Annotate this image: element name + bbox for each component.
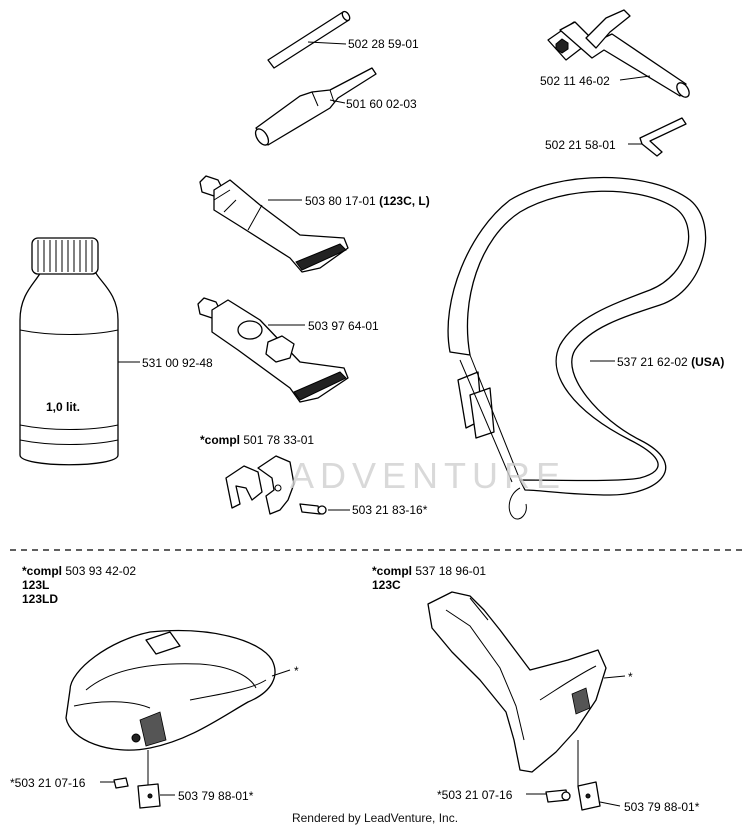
label-hex-key: 502 21 58-01	[545, 138, 616, 152]
label-grease-tube-2: 503 97 64-01	[308, 319, 379, 333]
clamp-compl-number: 501 78 33-01	[243, 433, 315, 447]
guard-c-star: *	[628, 670, 633, 684]
footer-credit: Rendered by LeadVenture, Inc.	[291, 811, 459, 825]
label-combi-wrench: 502 11 46-02	[540, 74, 610, 88]
label-guard-l: *compl 503 93 42-02	[22, 564, 136, 578]
guard-c-part	[427, 591, 626, 811]
hex-key-part	[628, 117, 687, 157]
label-guard-l-nut: 503 79 88-01*	[178, 789, 254, 803]
guard-l-model-1: 123L	[22, 578, 50, 592]
grease-tube-2-part	[197, 297, 349, 403]
clamp-compl-prefix: *compl	[200, 433, 241, 447]
label-grease-tube-1: 503 80 17-01 (123C, L)	[305, 194, 430, 208]
grease-tube-1-number: 503 80 17-01	[305, 194, 376, 208]
label-guard-c-screw: *503 21 07-16	[437, 788, 513, 802]
guard-c-number: 537 18 96-01	[415, 564, 487, 578]
label-guard-c: *compl 537 18 96-01	[372, 564, 486, 578]
label-harness: 537 21 62-02 (USA)	[617, 355, 724, 369]
watermark: ADVENTURE	[290, 455, 567, 496]
guard-c-model: 123C	[372, 578, 401, 592]
label-rod: 502 28 59-01	[348, 37, 419, 51]
label-oil-bottle: 531 00 92-48	[142, 356, 213, 370]
oil-bottle-capacity: 1,0 lit.	[46, 400, 81, 414]
guard-l-number: 503 93 42-02	[65, 564, 137, 578]
guard-l-model-2: 123LD	[22, 592, 59, 606]
label-clamp-screw: 503 21 83-16*	[352, 503, 428, 517]
rod-part	[267, 10, 351, 69]
label-tube-tool: 501 60 02-03	[346, 97, 417, 111]
guard-c-prefix: *compl	[372, 564, 413, 578]
harness-note: (USA)	[691, 355, 725, 369]
guard-l-prefix: *compl	[22, 564, 63, 578]
guard-l-part	[65, 629, 291, 809]
tube-tool-part	[254, 67, 377, 146]
label-clamp-compl: *compl 501 78 33-01	[200, 433, 314, 447]
guard-l-star: *	[294, 664, 299, 678]
combi-wrench-part	[547, 9, 690, 98]
harness-part	[447, 176, 707, 520]
oil-bottle-part	[19, 237, 140, 466]
grease-tube-1-note: (123C, L)	[379, 194, 430, 208]
label-guard-l-screw: *503 21 07-16	[10, 776, 86, 790]
harness-number: 537 21 62-02	[617, 355, 688, 369]
clamp-assembly-part	[225, 455, 350, 515]
grease-tube-1-part	[199, 175, 349, 273]
label-guard-c-nut: 503 79 88-01*	[624, 800, 700, 814]
